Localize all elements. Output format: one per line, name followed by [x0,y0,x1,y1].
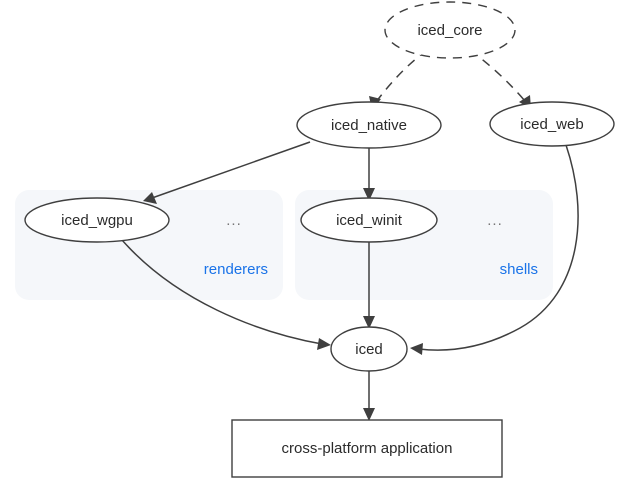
node-iced-winit[interactable]: iced_winit [300,197,438,243]
edge-iced-winit-to-iced [363,241,375,329]
node-iced-winit-shape [300,197,438,243]
edge-iced-native-to-iced-winit [363,147,375,201]
node-iced[interactable]: iced [330,326,408,372]
node-app-shape [231,419,503,478]
node-renderers-more-label: ... [226,212,242,229]
node-cross-platform-application[interactable]: cross-platform application [231,419,503,478]
edge-iced-native-to-iced-wgpu [143,141,311,204]
node-iced-native-shape [296,101,442,149]
node-shells-more-label: ... [487,212,503,229]
arrowhead-icon [317,338,331,350]
node-iced-winit-label: iced_winit [336,212,403,229]
edge-iced-web-to-iced [410,144,579,355]
node-iced-core-shape [384,1,516,59]
arrowhead-icon [363,316,375,329]
edge-iced-core-to-iced-native [369,49,428,110]
cluster-renderers-label: renderers [204,261,268,278]
node-iced-wgpu-label: iced_wgpu [61,212,133,229]
edge-iced-to-app [363,371,375,421]
arrowhead-icon [143,192,157,204]
node-app-label: cross-platform application [282,440,453,457]
node-iced-label: iced [355,341,383,358]
edge-iced-core-to-iced-web [469,49,531,109]
node-iced-web-shape [489,101,615,147]
node-iced-web[interactable]: iced_web [489,101,615,147]
arrowhead-icon [363,188,375,201]
arrowhead-icon [363,408,375,421]
node-iced-core-label: iced_core [417,22,482,39]
node-iced-wgpu[interactable]: iced_wgpu [24,197,170,243]
node-iced-core[interactable]: iced_core [384,1,516,59]
node-iced-native-label: iced_native [331,117,407,134]
edge-iced-wgpu-to-iced [121,239,331,350]
arrowhead-icon [410,343,423,355]
node-iced-native[interactable]: iced_native [296,101,442,149]
node-iced-wgpu-shape [24,197,170,243]
node-iced-web-label: iced_web [520,116,583,133]
node-iced-shape [330,326,408,372]
cluster-shells-label: shells [500,261,538,278]
